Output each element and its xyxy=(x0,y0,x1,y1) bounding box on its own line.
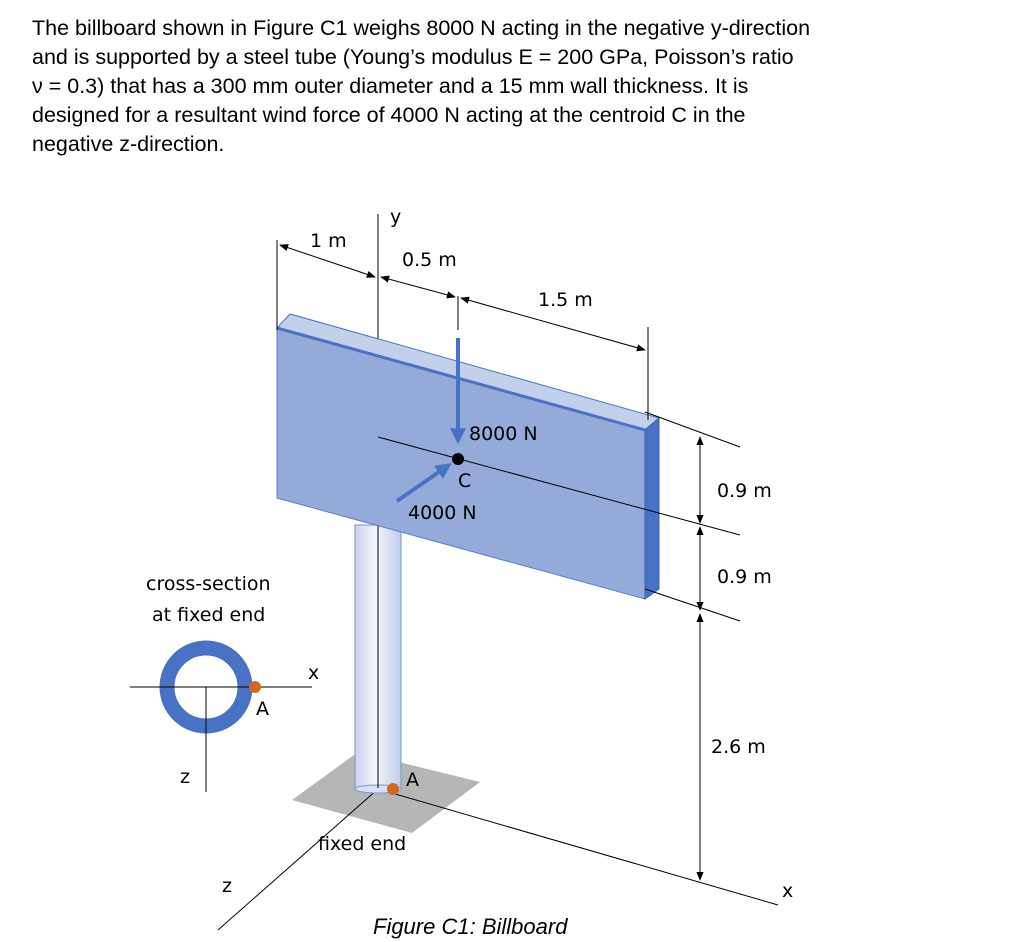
dim-1m-arrow xyxy=(279,244,376,278)
force-wind-label: 4000 N xyxy=(408,502,477,524)
axis-x-section-label: x xyxy=(308,662,319,684)
problem-line-2: and is supported by a steel tube (Young’… xyxy=(32,45,794,69)
x-axis-line xyxy=(377,788,779,906)
point-a-base-dot xyxy=(387,783,399,795)
centroid-point xyxy=(452,453,464,465)
centroid-label: C xyxy=(458,470,471,492)
point-a-section-dot xyxy=(249,681,261,693)
dim-1m-label: 1 m xyxy=(310,230,347,252)
problem-line-4: designed for a resultant wind force of 4… xyxy=(32,103,746,127)
dim-05m-arrow xyxy=(380,275,456,299)
axis-z-section-label: z xyxy=(180,766,190,788)
cross-section-label-line1: cross-section xyxy=(146,573,271,595)
axis-y-label: y xyxy=(390,206,401,228)
force-weight-label: 8000 N xyxy=(469,423,538,445)
figure-caption: Figure C1: Billboard xyxy=(373,914,568,939)
z-axis-line xyxy=(217,788,379,931)
top-ref-line xyxy=(644,411,741,448)
centroid-ref-line xyxy=(377,436,741,536)
fixed-end-label: fixed end xyxy=(318,833,406,855)
problem-statement: The billboard shown in Figure C1 weighs … xyxy=(32,14,992,159)
billboard-side-face xyxy=(644,416,660,600)
dim-09m-top-label: 0.9 m xyxy=(717,480,772,502)
billboard-top-edge xyxy=(276,326,646,432)
point-a-base-label: A xyxy=(406,769,419,791)
point-a-section-label: A xyxy=(256,698,269,720)
dim-15m-label: 1.5 m xyxy=(538,289,593,311)
problem-line-5: negative z-direction. xyxy=(32,132,225,156)
dim-05m-label: 0.5 m xyxy=(402,249,457,271)
dim-26m-label: 2.6 m xyxy=(711,736,766,758)
axis-z-label: z xyxy=(222,875,232,897)
bottom-ref-line xyxy=(644,588,741,622)
problem-line-3: ν = 0.3) that has a 300 mm outer diamete… xyxy=(32,74,749,98)
dim-15m-arrow xyxy=(460,296,646,352)
cross-section-label-line2: at fixed end xyxy=(152,604,265,626)
problem-line-1: The billboard shown in Figure C1 weighs … xyxy=(32,16,811,40)
dim-09m-bottom-label: 0.9 m xyxy=(717,566,772,588)
wind-force-arrow xyxy=(395,463,452,503)
axis-x-label: x xyxy=(782,880,793,902)
